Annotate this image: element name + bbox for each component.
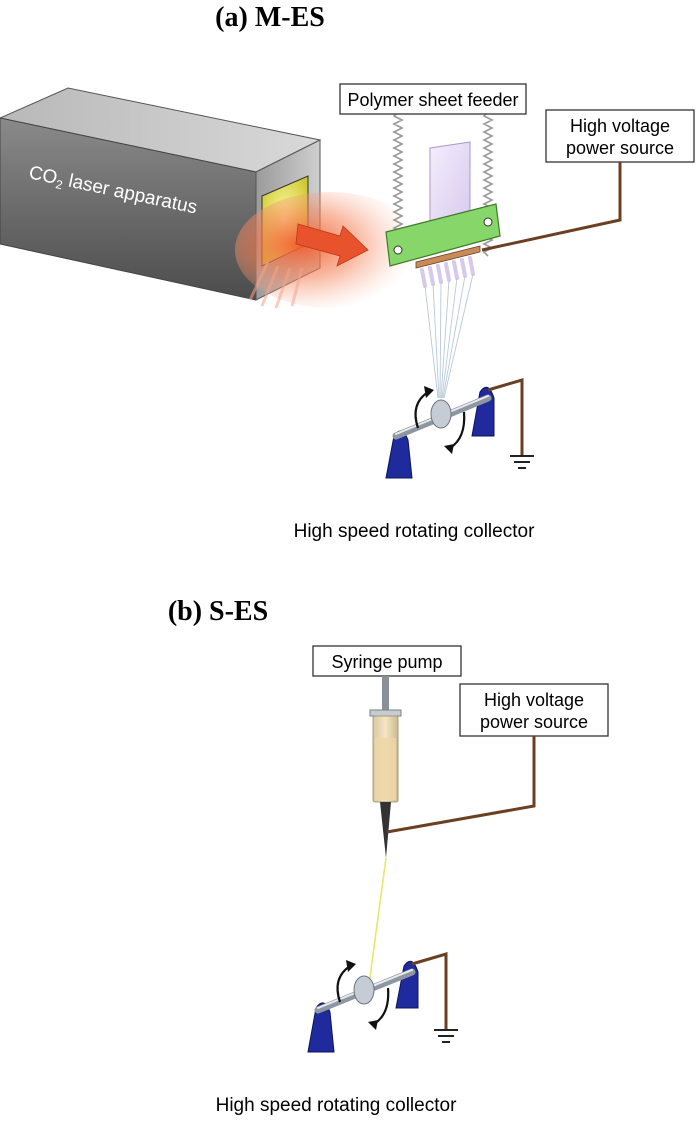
laser-beam bbox=[235, 192, 425, 309]
holder-electrode bbox=[415, 245, 481, 269]
syringe-plunger-rod bbox=[382, 676, 389, 712]
rotation-arrowhead-down-b bbox=[368, 1020, 378, 1030]
syringe-flange bbox=[369, 709, 402, 717]
rotation-arrow-down-b bbox=[373, 987, 390, 1025]
panel-a: (a) M-ES CO2 laser apparatus bbox=[0, 2, 695, 542]
collector-drum-a bbox=[430, 399, 452, 429]
hv-label-box-b: High voltage power source bbox=[459, 683, 609, 737]
rotation-arrowhead-up-a bbox=[424, 386, 434, 398]
fiber-tip-row bbox=[420, 256, 475, 288]
hv-label-a-line2: power source bbox=[566, 138, 674, 158]
panel-b: (b) S-ES Syringe pump High voltage power… bbox=[168, 596, 609, 1116]
rotation-arrowhead-down-a bbox=[444, 444, 454, 454]
fiber-tips bbox=[420, 256, 475, 288]
panel-b-title: (b) S-ES bbox=[168, 596, 268, 627]
laser-streaks bbox=[248, 261, 304, 309]
hv-wire-a bbox=[481, 162, 622, 252]
fiber-bundle bbox=[424, 273, 474, 399]
hv-label-b-line2: power source bbox=[480, 712, 588, 732]
ground-symbol-b bbox=[434, 1029, 458, 1043]
hv-wire-b bbox=[386, 736, 536, 834]
rotating-collector-b bbox=[307, 951, 458, 1053]
collector-post-right-a bbox=[471, 386, 495, 437]
rotation-arrow-up-a bbox=[414, 391, 429, 429]
collector-caption-b: High speed rotating collector bbox=[216, 1095, 457, 1116]
syringe-solution bbox=[375, 738, 396, 800]
rotation-arrow-up-b bbox=[336, 965, 351, 1003]
collector-drum-b bbox=[353, 975, 375, 1005]
hv-label-a-line1: High voltage bbox=[570, 116, 670, 136]
panel-a-title: (a) M-ES bbox=[215, 2, 325, 33]
holder-hole-left bbox=[393, 245, 403, 255]
feeder-label-box: Polymer sheet feeder bbox=[339, 83, 527, 115]
rotation-arrowhead-up-b bbox=[346, 960, 356, 972]
holder-hole-right bbox=[483, 217, 493, 227]
sheet-holder bbox=[385, 203, 501, 269]
syringe-needle bbox=[380, 802, 391, 858]
pump-label-box: Syringe pump bbox=[312, 645, 462, 677]
pump-label: Syringe pump bbox=[331, 652, 442, 672]
feeder-label: Polymer sheet feeder bbox=[347, 90, 518, 110]
collector-caption-a: High speed rotating collector bbox=[294, 521, 535, 542]
rotation-arrow-down-a bbox=[449, 411, 466, 449]
rotating-collector-a bbox=[385, 377, 534, 479]
holder-plate bbox=[385, 203, 501, 267]
hv-label-box-a: High voltage power source bbox=[545, 109, 695, 163]
laser-arrow bbox=[295, 223, 369, 267]
ground-wire-b bbox=[411, 951, 448, 1030]
electrospinning-jet bbox=[367, 857, 387, 993]
syringe bbox=[369, 676, 402, 858]
hv-label-b-line1: High voltage bbox=[484, 690, 584, 710]
collector-post-right-b bbox=[395, 960, 419, 1009]
ground-wire-a bbox=[487, 377, 524, 456]
ground-symbol-a bbox=[510, 455, 534, 469]
